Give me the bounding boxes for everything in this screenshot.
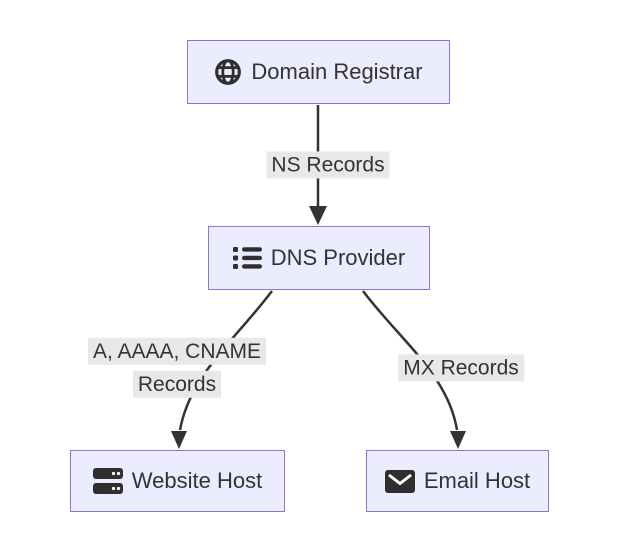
node-dns-provider: DNS Provider bbox=[208, 226, 430, 290]
edge-label-text: MX Records bbox=[398, 354, 524, 382]
arrowhead-dns bbox=[309, 206, 327, 225]
edge-label-text-line1: A, AAAA, CNAME bbox=[87, 337, 267, 365]
edge-label-text: NS Records bbox=[266, 151, 390, 179]
edge-label-ns-records: NS Records bbox=[266, 151, 390, 179]
list-icon bbox=[232, 246, 262, 270]
node-label: Domain Registrar bbox=[251, 59, 423, 84]
node-label: DNS Provider bbox=[270, 245, 406, 270]
arrowhead-email bbox=[450, 431, 466, 449]
node-website-host: Website Host bbox=[70, 450, 285, 512]
node-email-host: Email Host bbox=[366, 450, 549, 512]
node-label: Website Host bbox=[131, 468, 263, 493]
edge-label-mx-records: MX Records bbox=[398, 354, 524, 382]
node-label: Email Host bbox=[423, 468, 531, 493]
edge-label-a-aaaa-cname-records: A, AAAA, CNAME Records bbox=[87, 337, 267, 399]
node-domain-registrar: Domain Registrar bbox=[187, 40, 450, 104]
globe-icon bbox=[214, 58, 242, 86]
arrowhead-website bbox=[171, 431, 187, 449]
envelope-icon bbox=[384, 469, 415, 493]
server-icon bbox=[92, 468, 123, 494]
edge-label-text-line2: Records bbox=[132, 371, 222, 399]
